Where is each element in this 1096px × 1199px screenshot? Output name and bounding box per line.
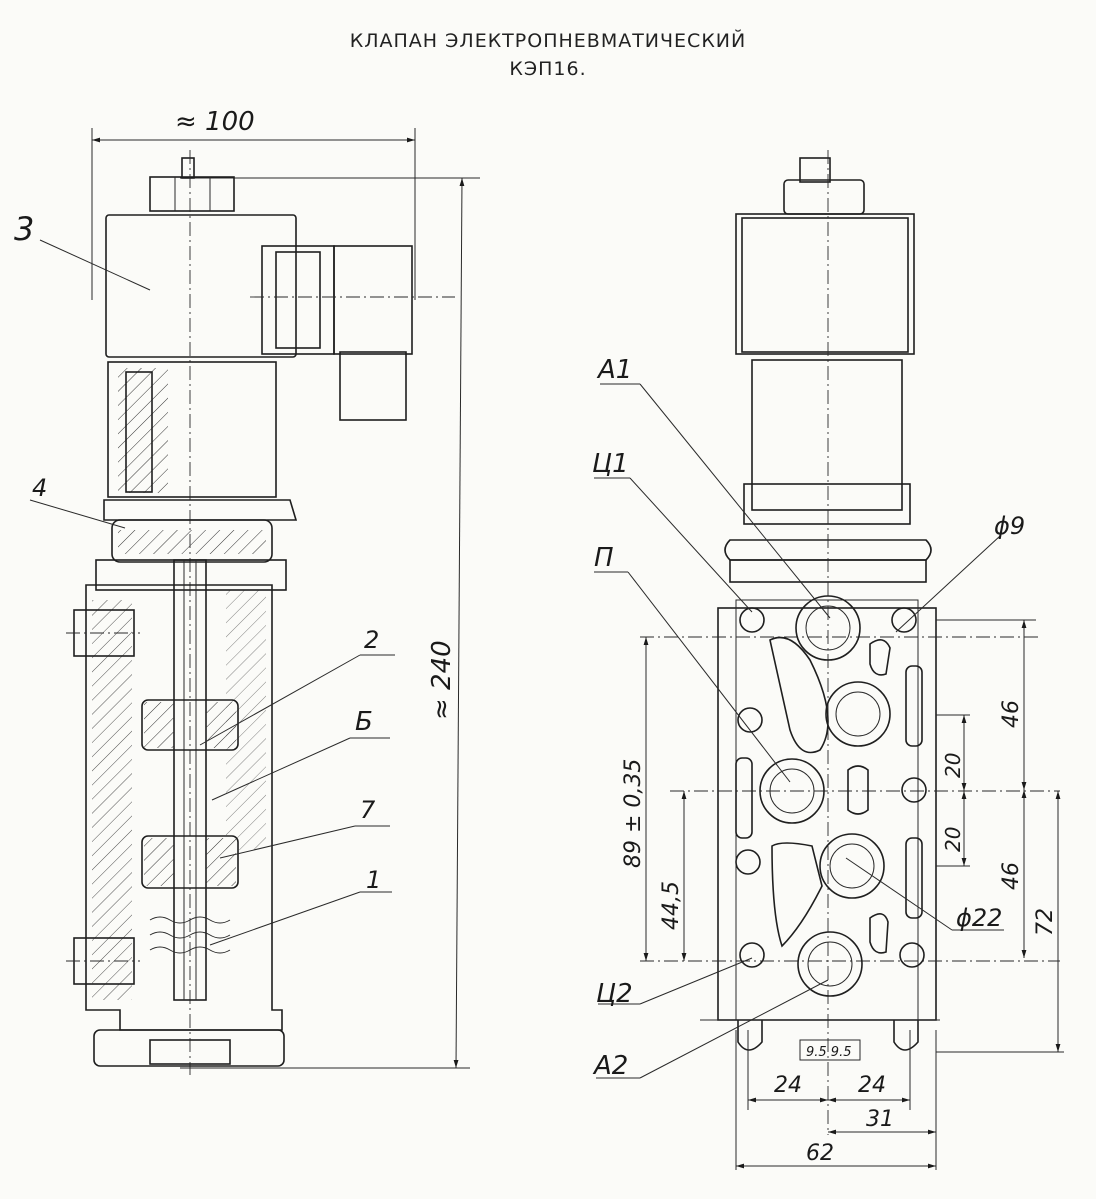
height-dimension-line	[453, 177, 465, 1069]
dim-46-lower: 46	[999, 862, 1024, 890]
height-dimension-label: ≈ 240	[427, 640, 457, 720]
right-front-view: 46 46 20 20 72 89 ± 0,35 44,5 9.5 9.5	[592, 150, 1064, 1170]
callout-C2: Ц2	[596, 979, 633, 1009]
dim-46-upper: 46	[999, 700, 1024, 728]
callout-2: 2	[364, 626, 379, 654]
left-section-view: ≈ 100 ≈ 240	[14, 107, 480, 1075]
dim-72: 72	[1033, 908, 1058, 936]
dim-89: 89 ± 0,35	[621, 759, 646, 868]
callout-P: П	[594, 543, 614, 573]
callout-C1: Ц1	[592, 449, 629, 479]
callout-7: 7	[360, 796, 376, 824]
dim-diameter-9: ϕ9	[994, 512, 1025, 540]
dim-44-5: 44,5	[659, 881, 684, 930]
drawing-title: КЛАПАН ЭЛЕКТРОПНЕВМАТИЧЕСКИЙ	[349, 30, 747, 52]
callout-A1: A1	[596, 355, 632, 385]
width-dimension-label: ≈ 100	[175, 107, 255, 137]
dim-diameter-22: ϕ22	[956, 904, 1002, 932]
callout-3: 3	[14, 210, 34, 248]
callout-B: Б	[355, 707, 373, 737]
callout-A2: A2	[592, 1051, 628, 1081]
dim-20-upper: 20	[941, 753, 965, 778]
dim-9-5: 9.5 9.5	[806, 1045, 851, 1060]
dim-31: 31	[866, 1107, 894, 1132]
callout-1: 1	[366, 866, 381, 894]
dim-62: 62	[806, 1141, 834, 1166]
callout-4: 4	[32, 474, 47, 502]
dim-24-right: 24	[858, 1073, 886, 1098]
dim-20-lower: 20	[941, 827, 965, 852]
dim-24-left: 24	[774, 1073, 802, 1098]
drawing-subtitle: КЭП16.	[509, 58, 587, 80]
